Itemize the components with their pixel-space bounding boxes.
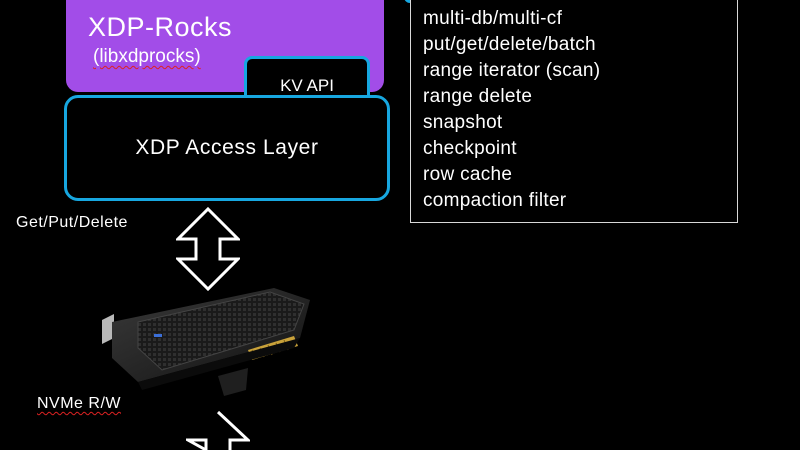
up-arrow-icon — [186, 410, 250, 450]
xdp-rocks-subtitle: (libxdprocks) — [93, 46, 201, 67]
feature-list-box: multi-db/multi-cf put/get/delete/batch r… — [410, 0, 738, 223]
feature-item: compaction filter — [423, 190, 567, 211]
feature-item: range delete — [423, 86, 533, 107]
feature-item: snapshot — [423, 112, 503, 133]
get-put-delete-label: Get/Put/Delete — [16, 214, 128, 231]
double-arrow-icon — [176, 207, 240, 291]
nvme-ssd-card-icon — [102, 288, 310, 396]
nvme-rw-label: NVMe R/W — [37, 395, 121, 412]
xdp-rocks-title: XDP-Rocks — [88, 12, 233, 42]
feature-list: multi-db/multi-cf put/get/delete/batch r… — [411, 0, 737, 214]
xdp-access-layer-label: XDP Access Layer — [135, 136, 319, 159]
kv-api-label: KV API — [280, 75, 334, 95]
feature-item: range iterator (scan) — [423, 60, 601, 81]
feature-item: put/get/delete/batch — [423, 34, 596, 55]
feature-item: row cache — [423, 164, 513, 185]
feature-item: multi-db/multi-cf — [423, 8, 563, 29]
feature-item: checkpoint — [423, 138, 517, 159]
xdp-access-layer-box: XDP Access Layer — [64, 95, 390, 201]
